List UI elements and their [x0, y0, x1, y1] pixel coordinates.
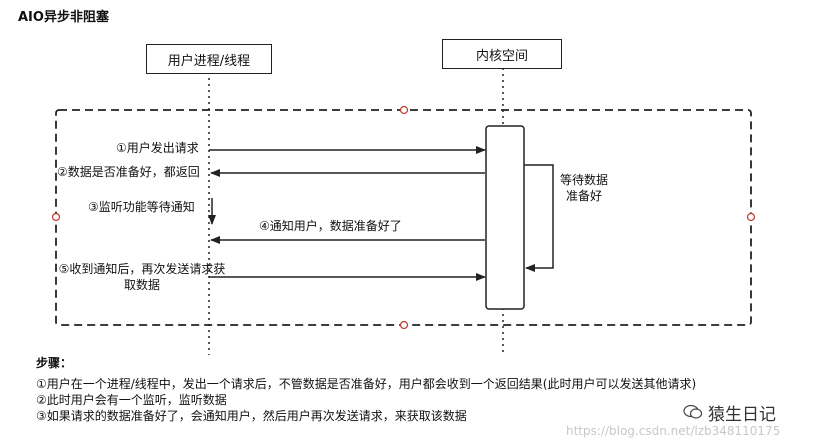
label-fetch: ⑤收到通知后，再次发送请求获取数据: [58, 262, 226, 292]
resize-handle-bottom: [399, 320, 409, 330]
resize-handle-left: [51, 212, 61, 222]
kernel-activation: [485, 125, 525, 310]
label-notify: ④通知用户，数据准备好了: [259, 219, 402, 233]
label-request: ①用户发出请求: [116, 141, 199, 155]
step-item-3: ③如果请求的数据准备好了，会通知用户，然后用户再次发送请求，来获取该数据: [36, 409, 467, 423]
resize-handle-right: [746, 212, 756, 222]
wechat-icon: [683, 404, 703, 419]
diagram-title: AIO异步非阻塞: [18, 10, 109, 25]
self-loop: [524, 164, 554, 272]
step-item-1: ①用户在一个进程/线程中，发出一个请求后，不管数据是否准备好，用户都会收到一个返…: [36, 377, 697, 391]
steps-heading: 步骤：: [36, 356, 73, 370]
label-self-wait: 等待数据准备好: [559, 173, 608, 203]
lane-kernel: 内核空间: [442, 39, 562, 69]
lane-user: 用户进程/线程: [146, 44, 272, 74]
watermark-url: https://blog.csdn.net/lzb348110175: [566, 424, 781, 438]
label-listen: ③监听功能等待通知: [88, 200, 195, 214]
label-return: ②数据是否准备好，都返回: [57, 165, 200, 179]
watermark-brand: 猿生日记: [708, 405, 776, 425]
resize-handle-top: [399, 105, 409, 115]
step-item-2: ②此时用户会有一个监听，监听数据: [36, 393, 227, 407]
